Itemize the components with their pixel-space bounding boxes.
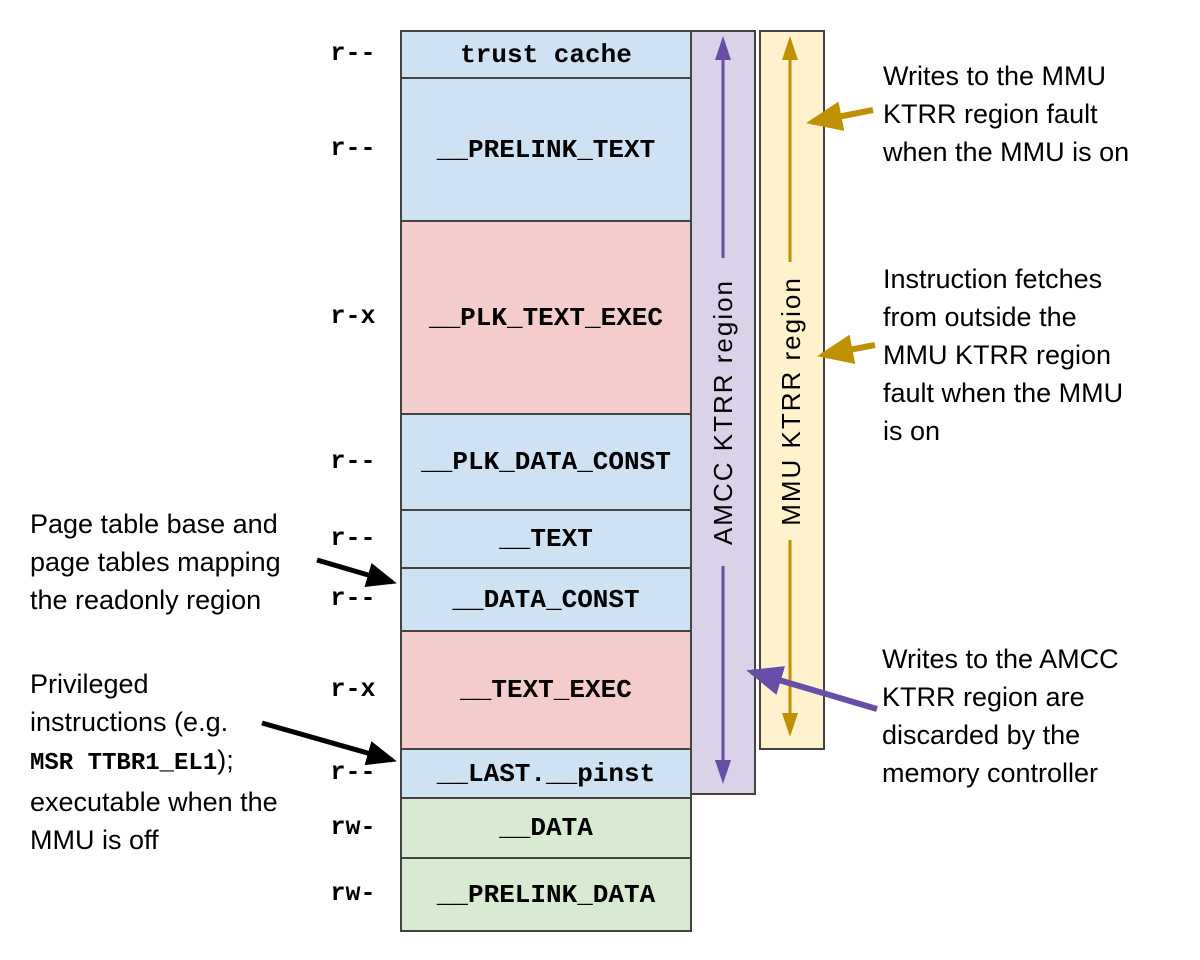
- perm-label-prelink-text: r--: [330, 134, 376, 163]
- segment-label: __TEXT: [499, 524, 593, 554]
- segment-label: __DATA_CONST: [452, 584, 640, 615]
- note-line: executable when the: [30, 787, 278, 817]
- note-line: Writes to the MMU: [883, 61, 1107, 91]
- msr-instruction-text: MSR TTBR1_EL1: [30, 750, 218, 777]
- segment-plk-text-exec: __PLK_TEXT_EXEC: [400, 220, 692, 415]
- segment-data: __DATA: [400, 797, 692, 859]
- note-line: page tables mapping: [30, 547, 281, 577]
- page-tables-note: Page table base and page tables mapping …: [30, 505, 281, 619]
- privileged-arrow: [261, 720, 397, 766]
- memory-segment-stack: trust cache __PRELINK_TEXT __PLK_TEXT_EX…: [400, 30, 692, 934]
- note-line: from outside the: [883, 302, 1077, 332]
- segment-plk-data-const: __PLK_DATA_CONST: [400, 413, 692, 511]
- perm-label-prelink-data: rw-: [330, 879, 376, 908]
- note-line: Page table base and: [30, 509, 278, 539]
- segment-prelink-data: __PRELINK_DATA: [400, 857, 692, 932]
- segment-label: trust cache: [460, 39, 632, 70]
- mmu-ktrr-band: [759, 30, 825, 750]
- mmu-fetches-note: Instruction fetches from outside the MMU…: [883, 260, 1123, 450]
- note-line: Instruction fetches: [883, 264, 1103, 294]
- segment-label: __LAST.__pinst: [436, 758, 656, 789]
- segment-trust-cache: trust cache: [400, 30, 692, 79]
- note-line: instructions (e.g.: [30, 707, 229, 737]
- note-line: fault when the MMU: [883, 378, 1124, 408]
- note-line: when the MMU is on: [883, 137, 1130, 167]
- perm-label-trust-cache: r--: [330, 39, 376, 68]
- note-line: MSR TTBR1_EL1);: [30, 741, 278, 783]
- perm-label-data-const: r--: [330, 584, 376, 613]
- note-line: MMU is off: [30, 825, 159, 855]
- perm-label-data: rw-: [330, 813, 376, 842]
- segment-data-const: __DATA_CONST: [400, 567, 692, 632]
- note-line: discarded by the: [882, 720, 1081, 750]
- perm-label-plk-text-exec: r-x: [330, 302, 376, 331]
- page-tables-arrow: [316, 557, 397, 587]
- amcc-writes-note: Writes to the AMCC KTRR region are disca…: [882, 640, 1119, 792]
- segment-label: __PRELINK_DATA: [436, 879, 656, 910]
- perm-label-plk-data-const: r--: [330, 447, 376, 476]
- segment-label: __PLK_TEXT_EXEC: [428, 302, 664, 333]
- amcc-ktrr-band: [690, 30, 756, 795]
- note-line: the readonly region: [30, 585, 262, 615]
- note-line: MMU KTRR region: [883, 340, 1112, 370]
- note-line: Privileged: [30, 669, 149, 699]
- note-line: KTRR region fault: [883, 99, 1098, 129]
- segment-label: __PLK_DATA_CONST: [421, 447, 671, 477]
- perm-label-text: r--: [330, 524, 376, 553]
- note-line: KTRR region are: [882, 682, 1085, 712]
- privileged-note: Privileged instructions (e.g. MSR TTBR1_…: [30, 665, 278, 859]
- note-line: memory controller: [882, 758, 1099, 788]
- mmu-writes-note: Writes to the MMU KTRR region fault when…: [883, 57, 1129, 171]
- segment-prelink-text: __PRELINK_TEXT: [400, 77, 692, 222]
- segment-text: __TEXT: [400, 509, 692, 569]
- segment-last-pinst: __LAST.__pinst: [400, 748, 692, 799]
- note-line: Writes to the AMCC: [882, 644, 1119, 674]
- segment-label: __PRELINK_TEXT: [436, 134, 656, 165]
- note-line-suffix: );: [217, 745, 234, 775]
- segment-label: __TEXT_EXEC: [460, 675, 632, 705]
- mmu-fetches-arrow: [817, 334, 876, 365]
- perm-label-last-pinst: r--: [330, 758, 376, 787]
- perm-label-text-exec: r-x: [330, 675, 376, 704]
- note-line: is on: [883, 416, 941, 446]
- segment-text-exec: __TEXT_EXEC: [400, 630, 692, 750]
- segment-label: __DATA: [499, 813, 593, 843]
